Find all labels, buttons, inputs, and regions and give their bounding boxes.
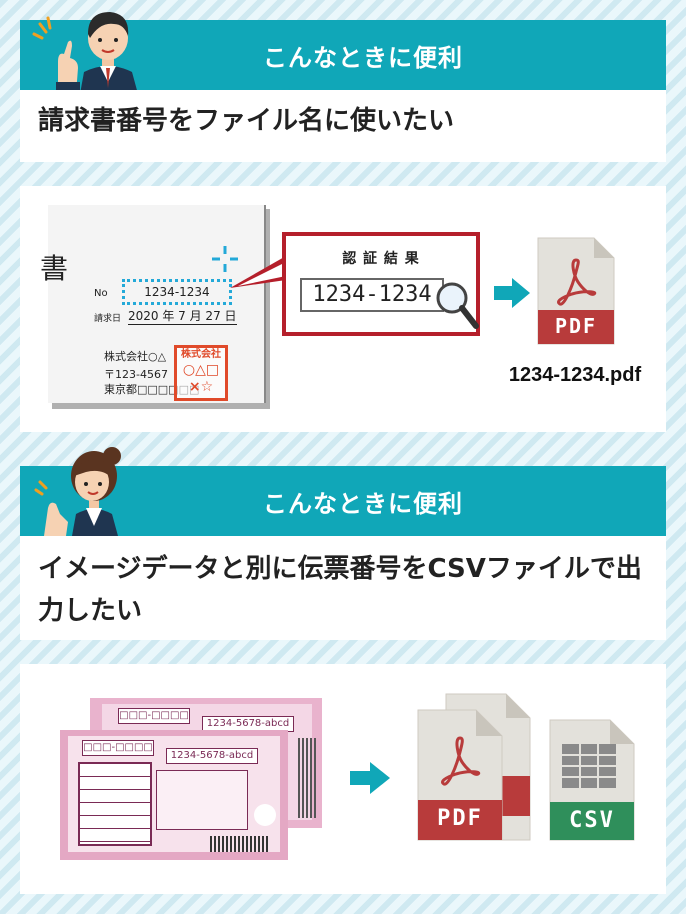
- slip-front-number: 1234-5678-abcd: [166, 748, 258, 764]
- pdf-label: PDF: [554, 314, 598, 338]
- invoice-number-box: 1234-1234: [122, 279, 232, 305]
- invoice-company: 株式会社○△: [104, 350, 167, 363]
- callout-pointer: [230, 256, 286, 288]
- slip-front-code: □□□-□□□□: [82, 740, 154, 756]
- stamp-mid: ○△□: [182, 362, 220, 378]
- ocr-result-box: 認 証 結 果 1234-1234: [282, 232, 480, 336]
- slip-front-barcode: [210, 836, 270, 852]
- invoice-date-label: 請求日: [94, 314, 122, 324]
- pdf-filename: 1234-1234.pdf: [508, 364, 642, 386]
- stamp-bot: ×☆: [188, 379, 214, 395]
- description-card-1: 請求書番号をファイル名に使いたい: [20, 90, 666, 162]
- invoice-doc-char: 書: [40, 252, 69, 285]
- magnifier-icon: [436, 282, 479, 329]
- arrow-right-icon: [494, 278, 530, 308]
- slip-back-code: □□□-□□□□: [118, 708, 190, 724]
- stamp-top: 株式会社: [181, 349, 221, 360]
- businesswoman-avatar: [34, 447, 121, 536]
- description-card-2: イメージデータと別に伝票番号をCSVファイルで出力したい: [20, 536, 666, 640]
- pdf-file-icon: [537, 237, 615, 345]
- banner-2-text: こんなときに便利: [263, 489, 463, 518]
- slip-front: □□□-□□□□ 1234-5678-abcd: [60, 730, 288, 860]
- csv-label: CSV: [569, 808, 615, 833]
- pdf-file-icon-front: [417, 709, 503, 841]
- arrow-right-icon-2: [350, 762, 390, 794]
- slip-back-barcode: [298, 738, 316, 818]
- slip-front-lines: [78, 762, 152, 846]
- csv-file-icon: [549, 719, 635, 841]
- description-1: 請求書番号をファイル名に使いたい: [38, 106, 455, 136]
- company-stamp: 株式会社 ○△□ ×☆: [174, 345, 228, 401]
- banner-1-text: こんなときに便利: [263, 43, 463, 72]
- businessman-avatar: [32, 12, 138, 94]
- ocr-title: 認 証 結 果: [342, 251, 420, 267]
- banner-2: こんなときに便利: [20, 466, 666, 536]
- slip-front-circle: [254, 804, 276, 826]
- pdf-label-2: PDF: [437, 806, 483, 831]
- crosshair-icon: [212, 246, 238, 272]
- invoice-paper: 書 No 1234-1234 請求日 2020 年 7 月 27 日 株式会社○…: [40, 205, 266, 403]
- invoice-date: 2020 年 7 月 27 日: [128, 309, 237, 325]
- description-2: イメージデータと別に伝票番号をCSVファイルで出力したい: [38, 554, 642, 626]
- slip-front-panel: [156, 770, 248, 830]
- ocr-value: 1234-1234: [300, 278, 444, 312]
- invoice-no-label: No: [94, 288, 108, 299]
- invoice-postal: 〒123-4567: [104, 368, 168, 381]
